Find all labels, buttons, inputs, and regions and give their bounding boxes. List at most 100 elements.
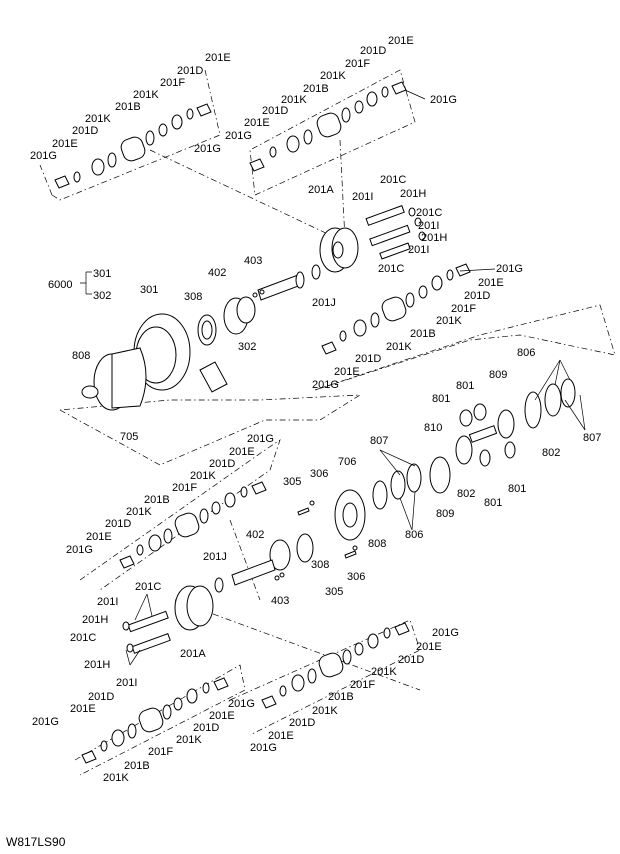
callout: 201I	[116, 677, 137, 689]
pinion-801-b	[473, 403, 487, 421]
callout: 201I	[418, 220, 439, 232]
callout: 801	[508, 483, 526, 495]
callout: 201K	[371, 666, 397, 678]
nut-201g-11	[261, 695, 277, 709]
washer-808	[372, 480, 388, 510]
callout: 201B	[124, 760, 150, 772]
callout: 201K	[312, 705, 338, 717]
callout: 201D	[398, 654, 424, 666]
callout: 201K	[190, 470, 216, 482]
pinion-801-c	[479, 449, 491, 467]
callout: 301	[140, 284, 158, 296]
callout: 201A	[308, 184, 334, 196]
ring-201k-3	[303, 129, 313, 145]
callout: 201B	[115, 101, 141, 113]
callout: 201G	[432, 627, 459, 639]
seal-201d-8	[224, 492, 236, 508]
callout: 306	[310, 468, 328, 480]
callout: 201K	[436, 315, 462, 327]
pin-201h-lower	[122, 621, 130, 631]
pinion-801-a	[459, 409, 473, 427]
callout: 201C	[380, 174, 406, 186]
differential-right	[334, 378, 576, 541]
leader	[404, 89, 426, 100]
washer-201e-2	[186, 108, 194, 120]
callout: 201E	[416, 641, 442, 653]
ring-201k-9	[127, 723, 137, 739]
drawing-code: W817LS90	[6, 835, 66, 849]
nut-201g-12	[394, 622, 410, 636]
seal-201f-2	[354, 100, 364, 114]
callout: 201K	[281, 94, 307, 106]
pin-201h-2	[418, 231, 426, 241]
axis-line-2	[339, 139, 346, 241]
callout: 806	[517, 347, 535, 359]
callout: 201F	[350, 679, 375, 691]
bearing-201b	[120, 136, 146, 162]
callout: 201A	[180, 648, 206, 660]
bearing-201b-5	[138, 707, 164, 733]
callout: 306	[347, 571, 365, 583]
nut-201g-2	[196, 103, 212, 117]
part-group-lower-left	[119, 481, 267, 569]
hub-201a-lower	[122, 585, 214, 654]
callout: 807	[370, 435, 388, 447]
callout: 201G	[194, 143, 221, 155]
part-group-mid-right	[321, 263, 471, 355]
hub-201a-upper	[319, 205, 426, 273]
nut-201g-9	[81, 750, 97, 764]
bearing-201b-2	[316, 112, 342, 138]
ring-201k-10	[162, 704, 172, 720]
pin-201h-lower-2	[126, 643, 134, 653]
pin-201i-2	[379, 242, 411, 260]
hub-bore	[332, 241, 344, 259]
callout: 201E	[86, 531, 112, 543]
pin-201i	[365, 205, 405, 226]
pinion-302	[199, 361, 228, 393]
callout: 201D	[105, 518, 131, 530]
callout: 201G	[250, 742, 277, 754]
seal-201d-3	[286, 135, 300, 153]
callout: 201E	[388, 35, 414, 47]
bearing-308-lower	[296, 533, 314, 563]
bolt-403-lower-2	[279, 572, 285, 578]
callout: 201K	[103, 772, 129, 784]
callout: 201G	[30, 150, 57, 162]
callout: 403	[244, 255, 262, 267]
callout: 201G	[66, 544, 93, 556]
axis-line-1	[149, 149, 331, 236]
pin-201c	[369, 224, 411, 247]
axis-line-3	[174, 599, 421, 691]
washer-806	[544, 383, 562, 417]
ring-201k-6	[405, 292, 415, 308]
shaft-302-end	[295, 271, 305, 289]
callout: 305	[325, 586, 343, 598]
callout: 201G	[228, 698, 255, 710]
pinion-801-d	[504, 441, 516, 459]
callout: 6000	[48, 279, 72, 291]
leader	[411, 491, 416, 531]
callout: 201B	[144, 494, 170, 506]
callout: 201F	[160, 77, 185, 89]
spider-810	[468, 425, 498, 443]
callout: 308	[311, 559, 329, 571]
part-group-top-left	[54, 103, 212, 189]
bearing-201b-4	[174, 512, 200, 538]
bearing-201b-3	[381, 296, 407, 322]
callout: 302	[93, 290, 111, 302]
nut-201g-8	[251, 481, 267, 495]
callout: 201K	[176, 734, 202, 746]
washer-201e	[73, 171, 81, 183]
callout: 201I	[97, 596, 118, 608]
callout: 801	[432, 393, 450, 405]
leader	[125, 649, 131, 666]
leader	[379, 449, 416, 467]
callout: 201B	[410, 328, 436, 340]
bolt-403-1	[252, 292, 258, 298]
gear-802-b	[455, 435, 473, 465]
callout: 810	[424, 422, 442, 434]
part-group-bottom-left	[81, 677, 229, 764]
seal-201d-12	[367, 633, 379, 649]
